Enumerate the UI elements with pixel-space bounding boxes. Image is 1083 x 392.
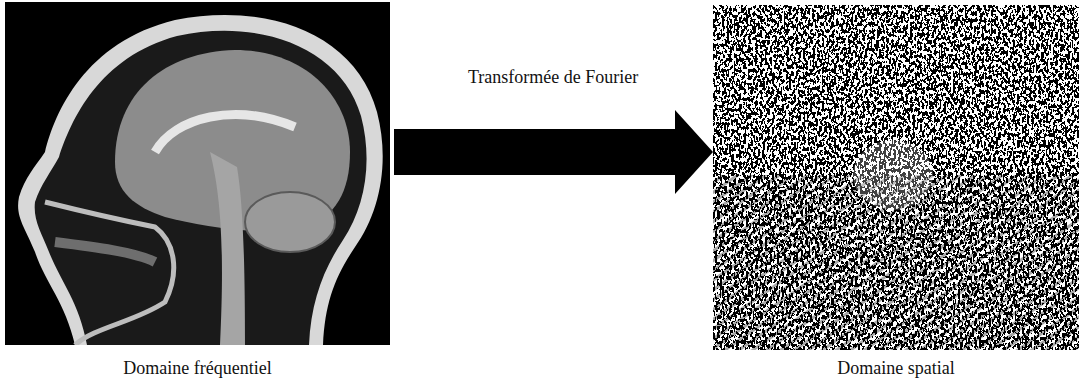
noise-texture xyxy=(713,5,1079,350)
kspace-image xyxy=(713,5,1079,350)
kspace-center xyxy=(853,140,933,210)
brainstem xyxy=(210,152,245,345)
transform-arrow xyxy=(394,110,713,194)
skull-outline xyxy=(18,15,383,345)
palate xyxy=(45,202,174,345)
cerebellum xyxy=(245,192,335,252)
image-panel: Domaine spatial xyxy=(713,5,1079,350)
arrow-label: Transformée de Fourier xyxy=(465,67,641,88)
tongue xyxy=(55,242,155,262)
panel-caption: Domaine fréquentiel xyxy=(123,358,271,379)
scalp-layer xyxy=(35,31,367,345)
image-panel: Domaine fréquentiel xyxy=(5,2,390,345)
mri-background xyxy=(5,2,390,345)
panel-caption: Domaine spatial xyxy=(837,358,954,379)
mri-image xyxy=(5,2,390,345)
corpus-callosum xyxy=(155,115,295,152)
